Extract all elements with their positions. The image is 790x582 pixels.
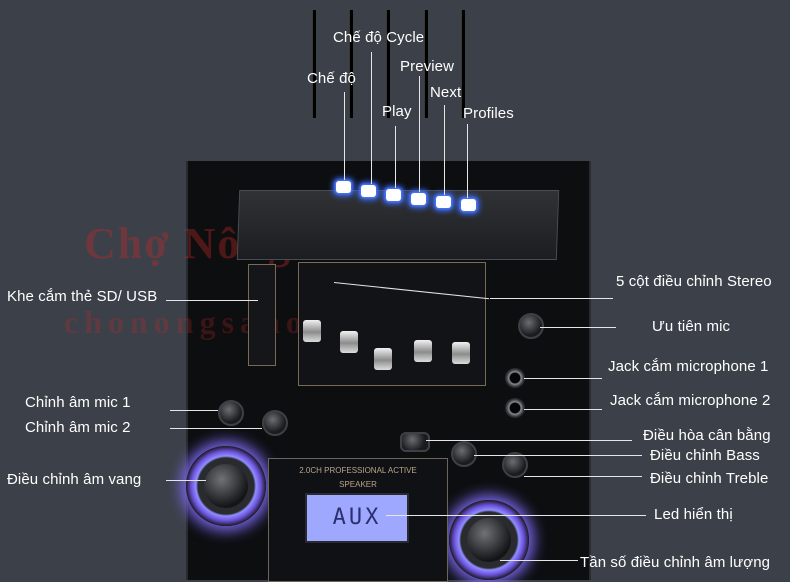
leader-line — [490, 298, 613, 299]
leader-line — [166, 480, 206, 481]
eq-slot — [312, 10, 316, 118]
eq-fader-2[interactable] — [340, 331, 358, 353]
leader-line — [500, 560, 578, 561]
label-balance: Điều hòa cân bằng — [643, 427, 771, 444]
bass-knob[interactable] — [451, 441, 477, 467]
leader-line — [419, 76, 420, 192]
label-stereo-faders: 5 cột điều chỉnh Stereo — [616, 273, 772, 290]
label-echo: Điều chỉnh âm vang — [7, 471, 142, 488]
eq-fader-1[interactable] — [303, 320, 321, 342]
eq-fader-3[interactable] — [374, 348, 392, 370]
profiles-button[interactable] — [461, 199, 476, 211]
label-profiles: Profiles — [463, 105, 514, 122]
label-mic2-volume: Chỉnh âm mic 2 — [25, 419, 131, 436]
leader-line — [467, 124, 468, 198]
mic1-volume-knob[interactable] — [218, 400, 244, 426]
eq-slot — [349, 10, 353, 118]
leader-line — [474, 455, 642, 456]
mic2-volume-knob[interactable] — [262, 410, 288, 436]
eq-slot — [386, 10, 390, 118]
echo-knob[interactable] — [186, 446, 266, 526]
label-sd-usb-slot: Khe cắm thẻ SD/ USB — [7, 288, 158, 305]
microphone-jack-2[interactable] — [505, 398, 525, 418]
knob-cap — [467, 518, 511, 562]
eq-slot — [461, 10, 465, 118]
leader-line — [395, 126, 396, 188]
treble-knob[interactable] — [502, 452, 528, 478]
master-volume-knob[interactable] — [449, 500, 529, 580]
label-next: Next — [430, 84, 462, 101]
equalizer-panel — [298, 262, 486, 386]
cycle-button[interactable] — [361, 185, 376, 197]
leader-line — [166, 300, 258, 301]
eq-slot — [424, 10, 428, 118]
label-bass: Điều chỉnh Bass — [650, 447, 760, 464]
play-button[interactable] — [386, 189, 401, 201]
knob-cap — [204, 464, 248, 508]
label-play: Play — [382, 103, 412, 120]
balance-slider[interactable] — [400, 432, 430, 452]
leader-line — [524, 409, 602, 410]
microphone-jack-1[interactable] — [505, 368, 525, 388]
mic-priority-knob[interactable] — [518, 313, 544, 339]
label-mic-priority: Ưu tiên mic — [652, 318, 731, 335]
eq-fader-4[interactable] — [414, 340, 432, 362]
leader-line — [371, 52, 372, 184]
label-mic-jack-2: Jack cắm microphone 2 — [610, 392, 771, 409]
label-cycle-mode: Chế độ Cycle — [333, 29, 425, 46]
next-button[interactable] — [436, 196, 451, 208]
label-preview: Preview — [400, 58, 455, 75]
leader-line — [524, 476, 642, 477]
leader-line — [386, 515, 646, 516]
leader-line — [426, 440, 632, 441]
label-treble: Điều chỉnh Treble — [650, 470, 769, 487]
sd-usb-slot[interactable] — [248, 264, 276, 366]
preview-button[interactable] — [411, 193, 426, 205]
label-led-display: Led hiển thị — [654, 506, 733, 523]
brand-label: 2.0CH PROFESSIONAL ACTIVE SPEAKER — [299, 466, 417, 489]
label-mic1-volume: Chỉnh âm mic 1 — [25, 394, 131, 411]
leader-line — [170, 410, 218, 411]
leader-line — [524, 378, 602, 379]
leader-line — [444, 105, 445, 195]
leader-line — [540, 327, 616, 328]
label-mic-jack-1: Jack cắm microphone 1 — [608, 358, 769, 375]
label-volume-frequency: Tần số điều chỉnh âm lượng — [580, 554, 771, 571]
leader-line — [344, 92, 345, 180]
label-mode: Chế độ — [307, 70, 356, 87]
eq-fader-5[interactable] — [452, 342, 470, 364]
led-display: AUX — [305, 493, 409, 543]
mode-button[interactable] — [336, 181, 351, 193]
leader-line — [170, 428, 262, 429]
